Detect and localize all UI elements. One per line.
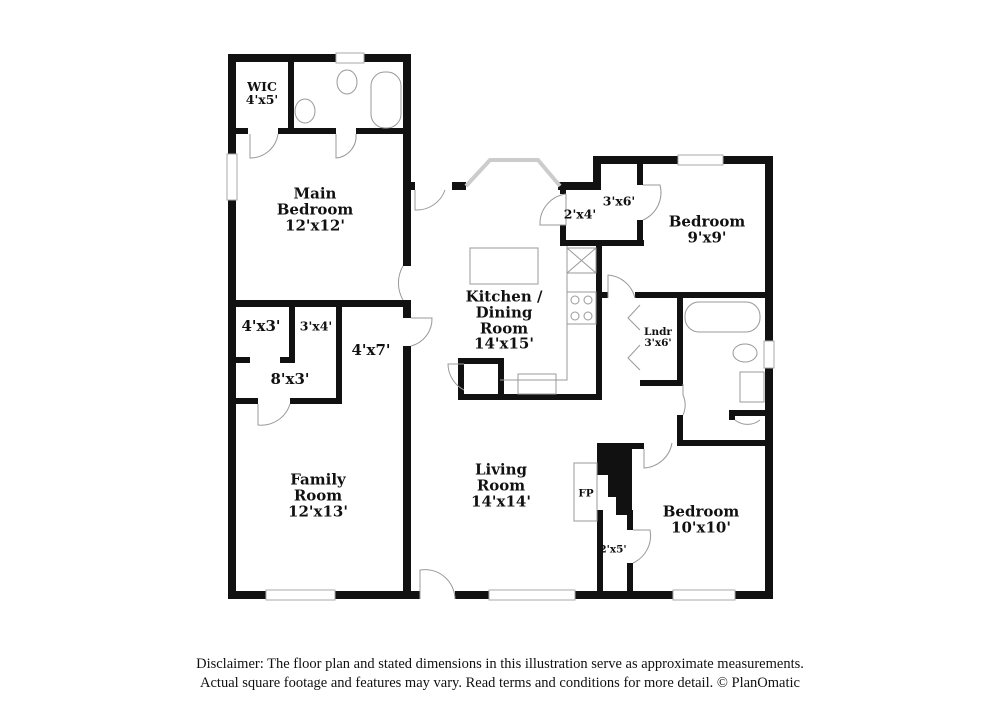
room-name: WIC	[247, 78, 277, 94]
fireplace-label: FP	[578, 487, 594, 500]
doors	[249, 133, 761, 600]
room-name: Bedroom	[668, 212, 746, 231]
room-name: Room	[293, 486, 343, 505]
room-name: Bedroom	[662, 502, 740, 521]
disclaimer-line-2: Actual square footage and features may v…	[200, 675, 800, 691]
disclaimer-line-1: Disclaimer: The floor plan and stated di…	[196, 656, 804, 672]
room-name: Dining	[475, 303, 533, 322]
room-closet-3x4: 3'x4'	[299, 318, 333, 334]
walls	[228, 54, 773, 599]
room-name: Living	[474, 460, 528, 479]
fireplace-hearth	[573, 462, 598, 522]
room-size: 14'x15'	[474, 334, 534, 353]
room-size: 12'x13'	[288, 501, 348, 520]
room-closet-4x3: 4'x3'	[241, 317, 281, 336]
room-name: Main	[293, 184, 337, 203]
room-name: Lndr	[644, 325, 672, 338]
room-closet-2x5: 2'x5'	[599, 543, 627, 556]
room-size: 12'x12'	[285, 215, 345, 234]
room-name: Bedroom	[276, 200, 354, 219]
room-size: 10'x10'	[671, 518, 731, 536]
room-closet-8x3: 8'x3'	[270, 370, 310, 389]
room-size: 9'x9'	[687, 228, 727, 246]
room-size: 14'x14'	[471, 491, 531, 510]
room-closet-2x4: 2'x4'	[563, 206, 597, 222]
windows	[226, 52, 775, 601]
room-name: Room	[479, 319, 529, 337]
kitchen-island	[469, 247, 539, 285]
room-hall-4x7: 4'x7'	[351, 341, 391, 360]
room-name: Family	[290, 470, 346, 489]
room-name: Room	[476, 476, 526, 495]
room-closet-3x6: 3'x6'	[602, 193, 636, 209]
room-size: 3'x6'	[644, 337, 672, 349]
room-name: Kitchen /	[465, 287, 543, 306]
room-size: 4'x5'	[245, 92, 279, 107]
fixtures	[294, 69, 765, 522]
